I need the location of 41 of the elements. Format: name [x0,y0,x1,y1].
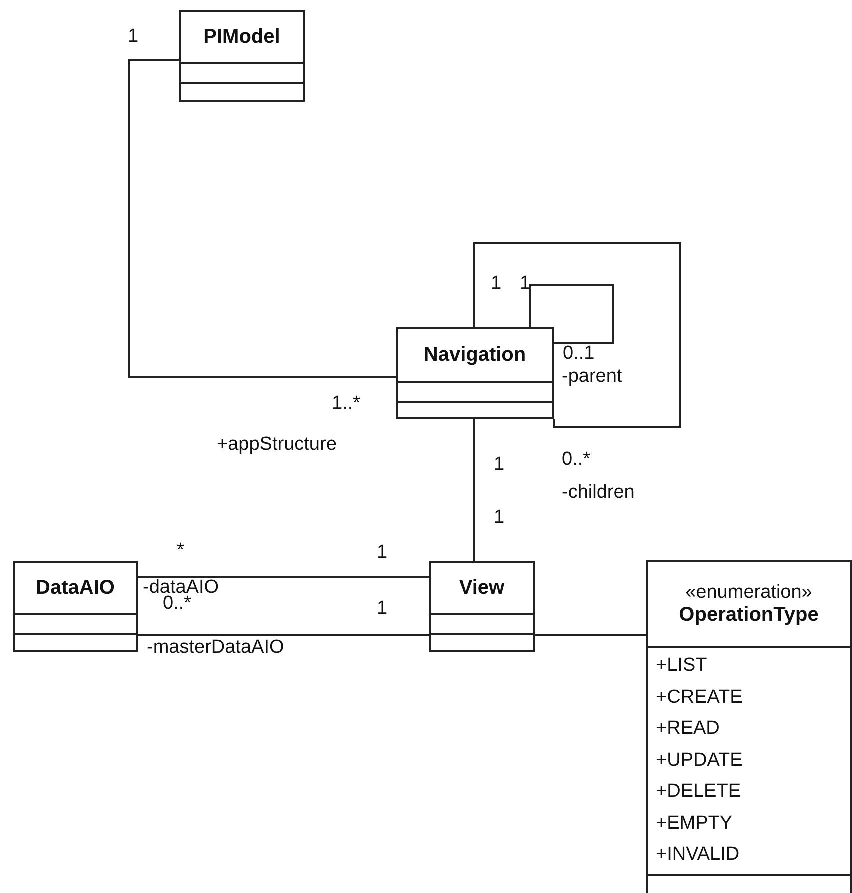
multiplicity-label: 1 [128,26,139,48]
multiplicity-label: 0..1 [563,343,595,365]
multiplicity-label: 1 [491,273,502,295]
class-name: Navigation [424,344,526,366]
role-name-label: -children [562,482,635,504]
enum-literal: +READ [655,717,721,741]
class-name: PIModel [204,26,280,48]
class-name: View [459,576,505,600]
role-name-label: -masterDataAIO [147,637,284,659]
association-line [473,242,681,428]
enum-literal: +LIST [655,654,708,678]
class-box [179,10,305,102]
association-line [473,419,475,561]
role-name-label: -parent [562,366,622,388]
enum-literal: +DELETE [655,780,742,804]
class-box [429,561,535,652]
multiplicity-label: 0..* [163,593,192,615]
multiplicity-label: 1..* [332,393,361,415]
association-line [529,284,614,344]
multiplicity-label: * [177,540,184,562]
enum-literal: +CREATE [655,686,744,710]
class-name: OperationType [679,604,819,626]
multiplicity-label: 1 [494,507,505,529]
enumeration-class-box [646,560,852,893]
class-box [13,561,138,652]
enum-literal: +INVALID [655,843,741,867]
association-line [138,576,429,578]
stereotype-label: «enumeration» [686,582,812,604]
association-line [138,634,429,636]
association-line [128,59,396,378]
association-line [535,634,646,636]
multiplicity-label: 1 [520,273,531,295]
multiplicity-label: 0..* [562,449,591,471]
multiplicity-label: 1 [377,542,388,564]
class-name: DataAIO [36,576,115,600]
multiplicity-label: 1 [494,454,505,476]
enum-literal: +EMPTY [655,812,734,836]
class-box [396,327,554,419]
multiplicity-label: 1 [377,598,388,620]
enum-literal: +UPDATE [655,748,744,772]
role-name-label: +appStructure [217,434,337,456]
